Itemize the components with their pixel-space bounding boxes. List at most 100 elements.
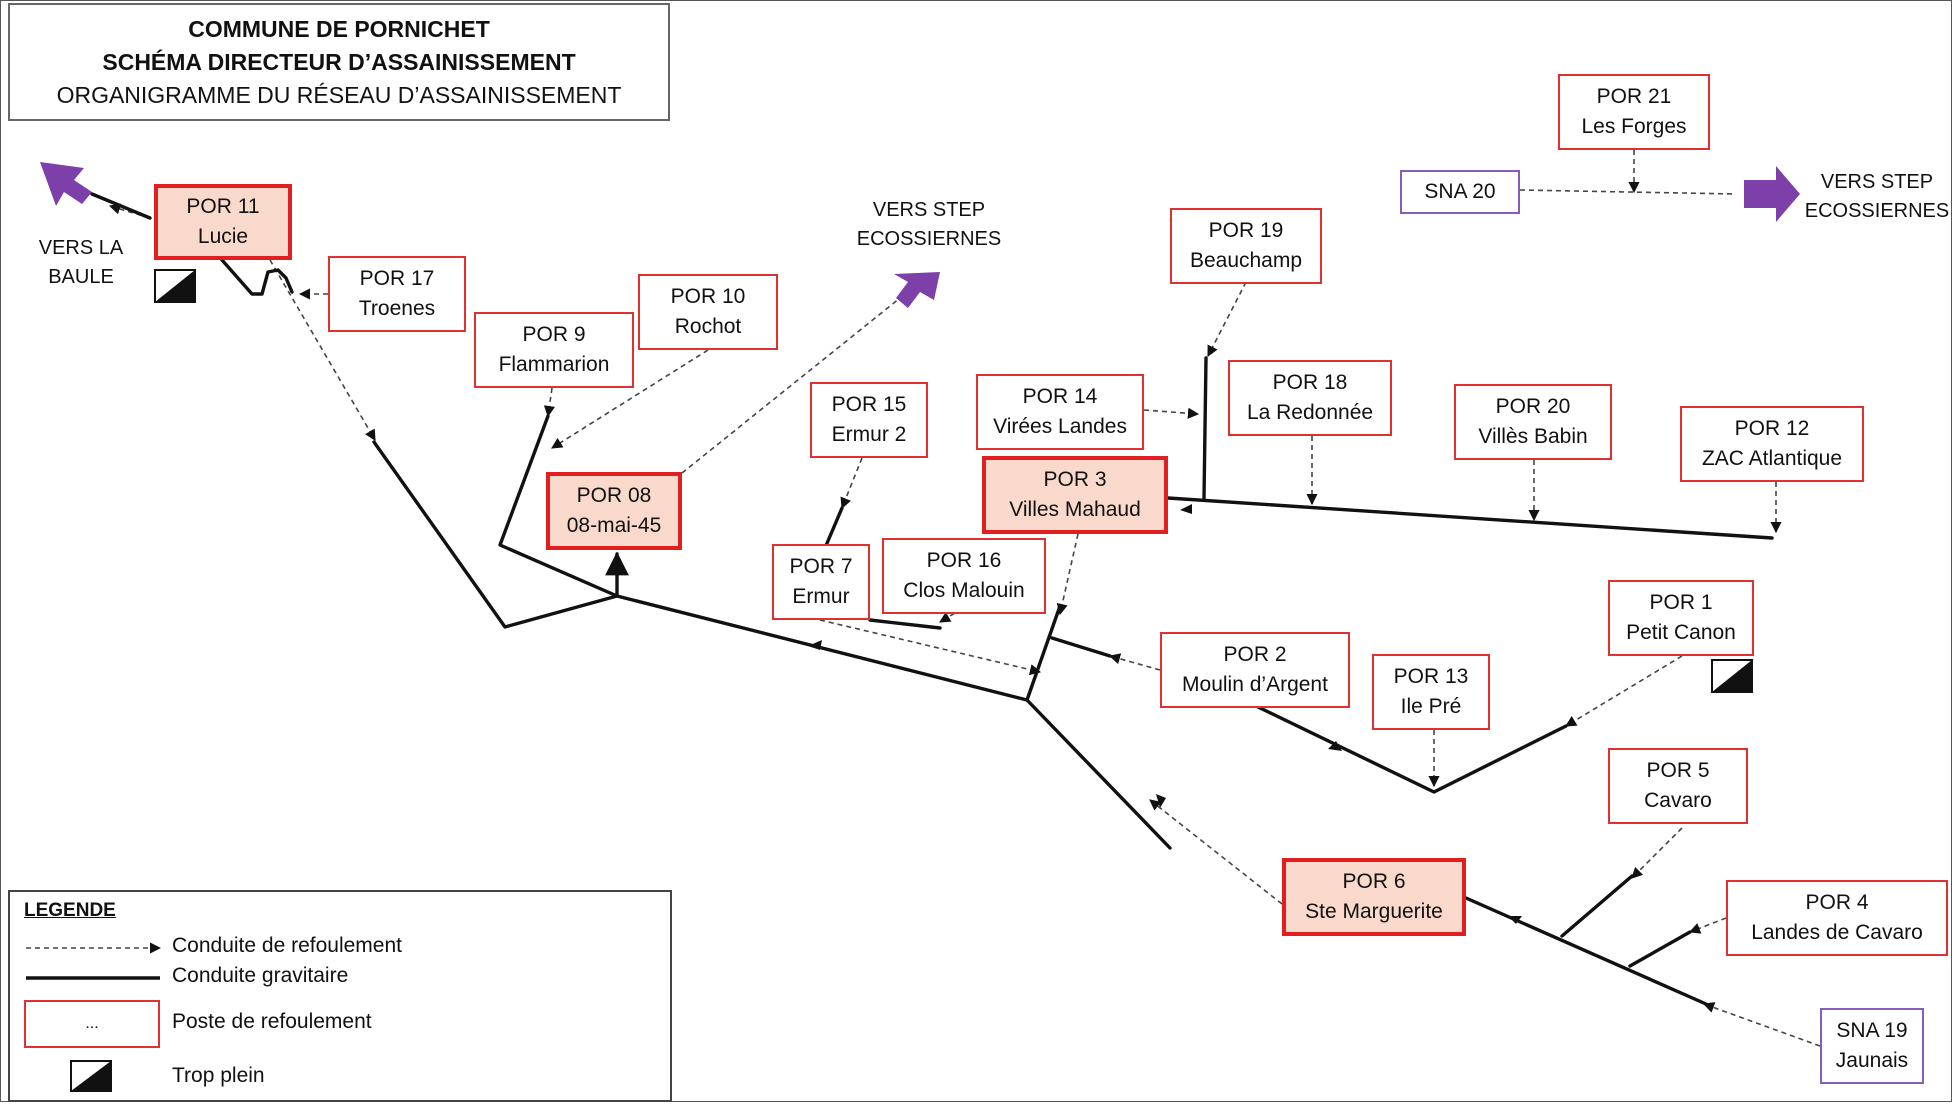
flow-arrow — [1328, 741, 1342, 751]
station-code: POR 7 — [789, 555, 853, 578]
force-main-por1 — [1565, 655, 1683, 727]
station-por18[interactable]: POR 18 La Redonnée — [1228, 360, 1392, 436]
station-por08[interactable]: POR 08 08-mai-45 — [546, 472, 682, 550]
station-code: POR 11 — [186, 195, 260, 218]
station-sna20[interactable]: SNA 20 — [1400, 170, 1520, 214]
station-code: SNA 20 — [1424, 180, 1496, 203]
station-code: POR 08 — [576, 484, 652, 507]
station-code: POR 15 — [831, 393, 907, 416]
flow-arrows — [808, 504, 1522, 924]
gravity-trunk-por2 — [1050, 636, 1112, 658]
station-name: Les Forges — [1581, 115, 1687, 138]
station-name: Lucie — [197, 225, 249, 248]
outlet-arrow-baule — [40, 162, 92, 206]
station-code: POR 18 — [1272, 371, 1348, 394]
station-name: Villes Mahaud — [1009, 498, 1141, 521]
station-code: POR 16 — [926, 549, 1002, 572]
force-main-por4 — [1688, 917, 1727, 934]
destination-baule-line1: VERS LA — [38, 237, 124, 259]
station-name: Landes de Cavaro — [1751, 921, 1923, 944]
station-code: POR 12 — [1734, 417, 1810, 440]
force-main-por9 — [543, 387, 555, 418]
station-name: Ermur 2 — [831, 423, 907, 446]
station-por13[interactable]: POR 13 Ile Pré — [1372, 654, 1490, 730]
legend-trop-plein-icon — [70, 1060, 112, 1092]
station-sna19[interactable]: SNA 19 Jaunais — [1820, 1008, 1924, 1084]
force-main-por11-baule — [108, 203, 151, 219]
station-code: POR 17 — [359, 267, 435, 290]
flow-arrow — [1180, 504, 1192, 514]
force-main-sna20 — [1519, 189, 1737, 195]
trop-plein-por11 — [154, 269, 196, 303]
legend-poste: Poste de refoulement — [172, 1010, 372, 1033]
force-main-por6 — [1149, 799, 1283, 905]
station-code: POR 2 — [1223, 643, 1287, 666]
destination-step-center-line2: ECOSSIERNES — [856, 228, 1002, 250]
station-por2[interactable]: POR 2 Moulin d’Argent — [1160, 632, 1350, 708]
destination-step-right: VERS STEP ECOSSIERNES — [1804, 168, 1950, 226]
gravity-por2-por1 — [1254, 704, 1568, 794]
station-por12[interactable]: POR 12 ZAC Atlantique — [1680, 406, 1864, 482]
station-por9[interactable]: POR 9 Flammarion — [474, 312, 634, 388]
outlet-arrow-step-right — [1744, 166, 1800, 222]
station-por4[interactable]: POR 4 Landes de Cavaro — [1726, 880, 1948, 956]
station-por1[interactable]: POR 1 Petit Canon — [1608, 580, 1754, 656]
force-main-por15 — [840, 457, 863, 510]
station-name: Beauchamp — [1189, 249, 1303, 272]
station-code: POR 10 — [670, 285, 746, 308]
station-name: Jaunais — [1835, 1049, 1909, 1072]
title-commune: COMMUNE DE PORNICHET — [188, 16, 490, 42]
destination-baule-line2: BAULE — [48, 266, 114, 288]
destination-baule: VERS LA BAULE — [36, 234, 126, 292]
destination-step-center-line1: VERS STEP — [872, 199, 986, 221]
station-por7[interactable]: POR 7 Ermur — [772, 544, 870, 620]
station-por19[interactable]: POR 19 Beauchamp — [1170, 208, 1322, 284]
title-organigramme: ORGANIGRAMME DU RÉSEAU D’ASSAINISSEMENT — [56, 82, 622, 108]
gravity-por15-por7 — [823, 506, 844, 550]
legend-title: LEGENDE — [24, 900, 116, 921]
gravity-por11-baule — [90, 192, 152, 220]
force-main-por3 — [1056, 533, 1079, 616]
force-main-por7 — [819, 619, 1042, 676]
station-por11[interactable]: POR 11 Lucie — [154, 184, 292, 260]
gravity-por4-branch — [1628, 930, 1692, 968]
station-por10[interactable]: POR 10 Rochot — [638, 274, 778, 350]
gravity-trunk-south — [1025, 698, 1172, 850]
station-por3[interactable]: POR 3 Villes Mahaud — [982, 456, 1168, 534]
force-main-por16 — [939, 603, 971, 623]
station-name: Moulin d’Argent — [1182, 673, 1328, 696]
legend-trop-plein: Trop plein — [172, 1064, 265, 1087]
gravity-trunk-west — [615, 594, 1029, 702]
station-name: Petit Canon — [1626, 621, 1736, 644]
station-code: POR 13 — [1393, 665, 1469, 688]
flow-arrow — [808, 640, 822, 650]
station-por5[interactable]: POR 5 Cavaro — [1608, 748, 1748, 824]
gravity-por19-drop — [1202, 356, 1208, 500]
flow-arrow — [1508, 916, 1522, 924]
station-por14[interactable]: POR 14 Virées Landes — [976, 374, 1144, 450]
legend-line-samples — [26, 942, 162, 980]
gravity-por3-east — [1166, 496, 1774, 540]
station-por15[interactable]: POR 15 Ermur 2 — [810, 382, 928, 458]
force-main-sna19 — [1702, 1002, 1821, 1047]
trop-plein-por1 — [1711, 659, 1753, 693]
station-name: La Redonnée — [1246, 401, 1374, 424]
station-name: Ste Marguerite — [1305, 900, 1443, 923]
gravity-por5-branch — [1560, 874, 1634, 938]
title-block: COMMUNE DE PORNICHET SCHÉMA DIRECTEUR D’… — [8, 3, 670, 121]
station-por6[interactable]: POR 6 Ste Marguerite — [1282, 858, 1466, 936]
station-name: Flammarion — [498, 353, 610, 376]
force-main-por19 — [1207, 281, 1247, 357]
station-name: Cavaro — [1644, 789, 1712, 812]
destination-step-center: VERS STEP ECOSSIERNES — [856, 196, 1002, 254]
gravity-trunk-por3 — [1025, 604, 1062, 702]
station-por20[interactable]: POR 20 Villès Babin — [1454, 384, 1612, 460]
station-code: POR 20 — [1495, 395, 1571, 418]
station-por21[interactable]: POR 21 Les Forges — [1558, 74, 1710, 150]
station-name: Ile Pré — [1400, 695, 1462, 718]
station-name: Ermur — [792, 585, 850, 608]
station-code: SNA 19 — [1836, 1019, 1908, 1042]
station-por16[interactable]: POR 16 Clos Malouin — [882, 538, 1046, 614]
station-por17[interactable]: POR 17 Troenes — [328, 256, 466, 332]
legend-station-sample: ... — [24, 1000, 160, 1048]
